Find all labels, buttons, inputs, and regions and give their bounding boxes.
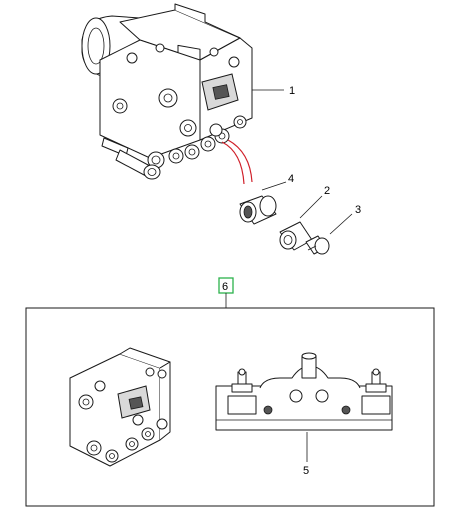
callout-6: 6 <box>222 281 228 293</box>
kit-bracket <box>215 352 393 431</box>
callout-5: 5 <box>303 465 309 477</box>
callout-3: 3 <box>355 204 361 216</box>
bolt-part <box>305 235 330 255</box>
red-lead-b <box>227 139 253 183</box>
sleeve-part <box>239 195 277 225</box>
kit-modulator-block <box>69 347 171 467</box>
callout-4: 4 <box>288 173 294 185</box>
callout-1: 1 <box>289 85 295 97</box>
callout-2: 2 <box>324 185 330 197</box>
modulator-assembly <box>81 3 253 180</box>
kit-frame <box>25 307 435 507</box>
red-lead-a <box>221 141 245 185</box>
union-fitting-part <box>279 221 313 251</box>
